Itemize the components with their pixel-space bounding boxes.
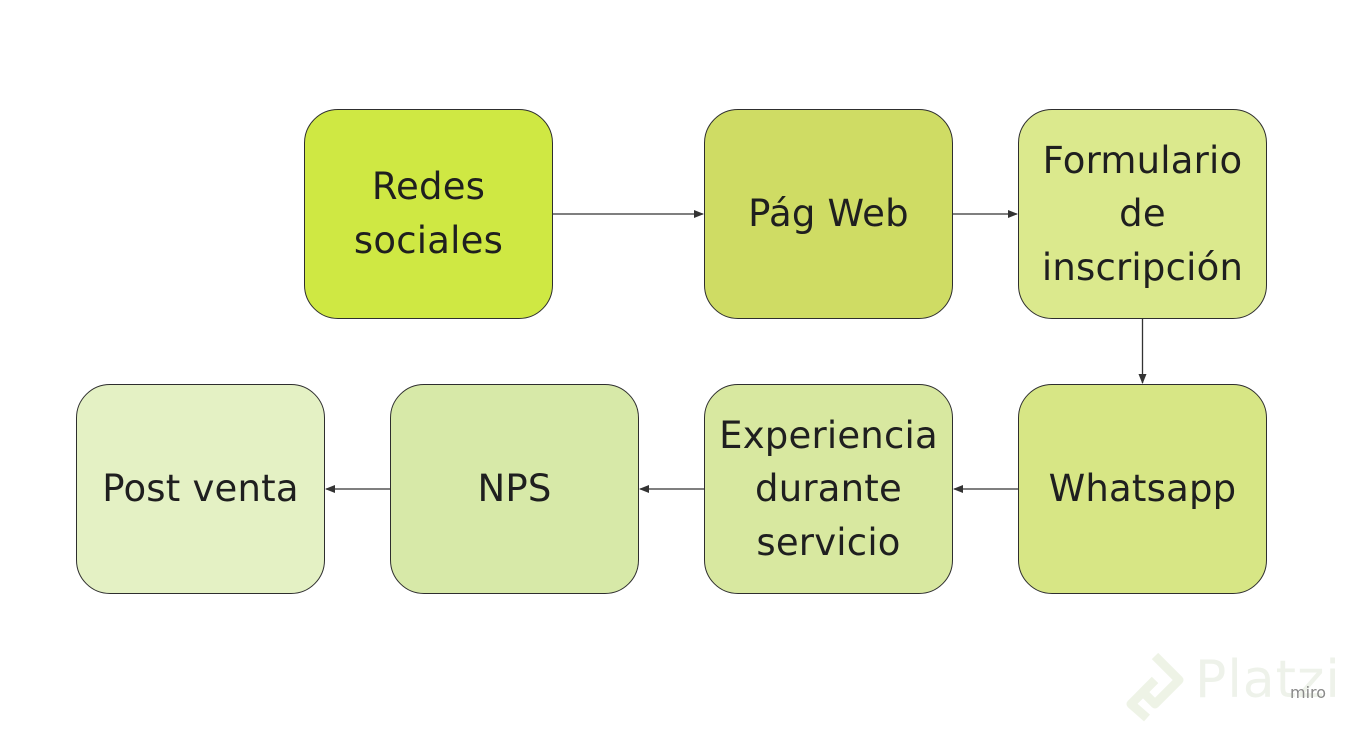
node-experiencia[interactable]: Experiencia durante servicio bbox=[704, 384, 953, 594]
node-formulario[interactable]: Formulario de inscripción bbox=[1018, 109, 1267, 319]
platzi-watermark: Platzi bbox=[1125, 650, 1355, 724]
node-whatsapp-label: Whatsapp bbox=[1048, 467, 1237, 511]
node-experiencia-label: Experiencia durante servicio bbox=[719, 413, 938, 564]
node-formulario-label: Formulario de inscripción bbox=[1041, 138, 1244, 289]
node-pag-web-label: Pág Web bbox=[748, 192, 909, 236]
node-nps-label: NPS bbox=[477, 467, 552, 511]
node-whatsapp[interactable]: Whatsapp bbox=[1018, 384, 1267, 594]
platzi-logo-icon bbox=[1126, 652, 1184, 722]
node-post-venta[interactable]: Post venta bbox=[76, 384, 325, 594]
node-nps[interactable]: NPS bbox=[390, 384, 639, 594]
node-redes-sociales[interactable]: Redes sociales bbox=[304, 109, 553, 319]
node-redes-sociales-label: Redes sociales bbox=[353, 165, 504, 262]
platzi-wordmark: Platzi bbox=[1195, 650, 1341, 710]
miro-label: miro bbox=[1290, 683, 1327, 702]
node-pag-web[interactable]: Pág Web bbox=[704, 109, 953, 319]
node-post-venta-label: Post venta bbox=[102, 467, 299, 511]
